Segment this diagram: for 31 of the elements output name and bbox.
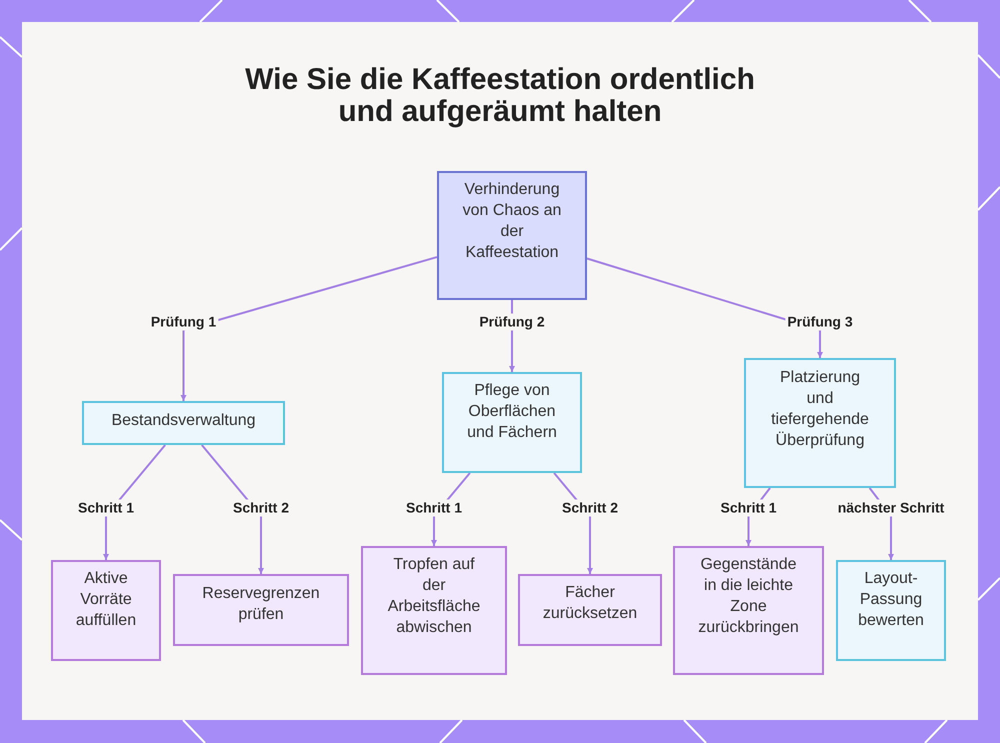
process-box bbox=[82, 401, 285, 445]
edge-label: Prüfung 1 bbox=[148, 314, 218, 330]
node-text: Pflege von Oberflächen und Fächern bbox=[467, 381, 557, 443]
diagram-title: Wie Sie die Kaffeestation ordentlich und aufgeräumt halten bbox=[244, 64, 756, 128]
node-text: Layout-Passung bewerten bbox=[857, 569, 925, 631]
process-box bbox=[361, 546, 507, 675]
process-box bbox=[173, 574, 349, 646]
edge-label: nächster Schritt bbox=[836, 500, 946, 516]
edge-label: Schritt 2 bbox=[560, 500, 620, 516]
root-box bbox=[437, 171, 587, 300]
node-text: Gegenstände in die leichte Zone zurückbringen bbox=[698, 555, 800, 638]
node-text: Verhinderung von Chaos an der Kaffeestation bbox=[462, 180, 562, 263]
process-box bbox=[442, 372, 582, 473]
edge-label: Prüfung 2 bbox=[477, 314, 547, 330]
node-text: Aktive Vorräte auffüllen bbox=[74, 569, 138, 631]
node-text: Reservegrenzen prüfen bbox=[201, 584, 321, 625]
connector-arrow bbox=[180, 256, 438, 401]
edge-label: Schritt 1 bbox=[404, 500, 464, 516]
process-box bbox=[744, 358, 896, 488]
process-box bbox=[51, 560, 161, 661]
edge-label: Schritt 1 bbox=[718, 500, 778, 516]
process-box bbox=[673, 546, 824, 675]
edge-label: Schritt 2 bbox=[231, 500, 291, 516]
node-text: Bestandsverwaltung bbox=[111, 411, 256, 431]
process-box bbox=[836, 560, 946, 661]
process-box bbox=[518, 574, 662, 646]
edge-label: Prüfung 3 bbox=[785, 314, 855, 330]
edge-label: Schritt 1 bbox=[76, 500, 136, 516]
node-text: Platzierung und tiefergehende Überprüfung bbox=[770, 368, 870, 451]
node-text: Tropfen auf der Arbeitsfläche abwischen bbox=[386, 555, 482, 638]
node-text: Fächer zurücksetzen bbox=[542, 583, 638, 624]
